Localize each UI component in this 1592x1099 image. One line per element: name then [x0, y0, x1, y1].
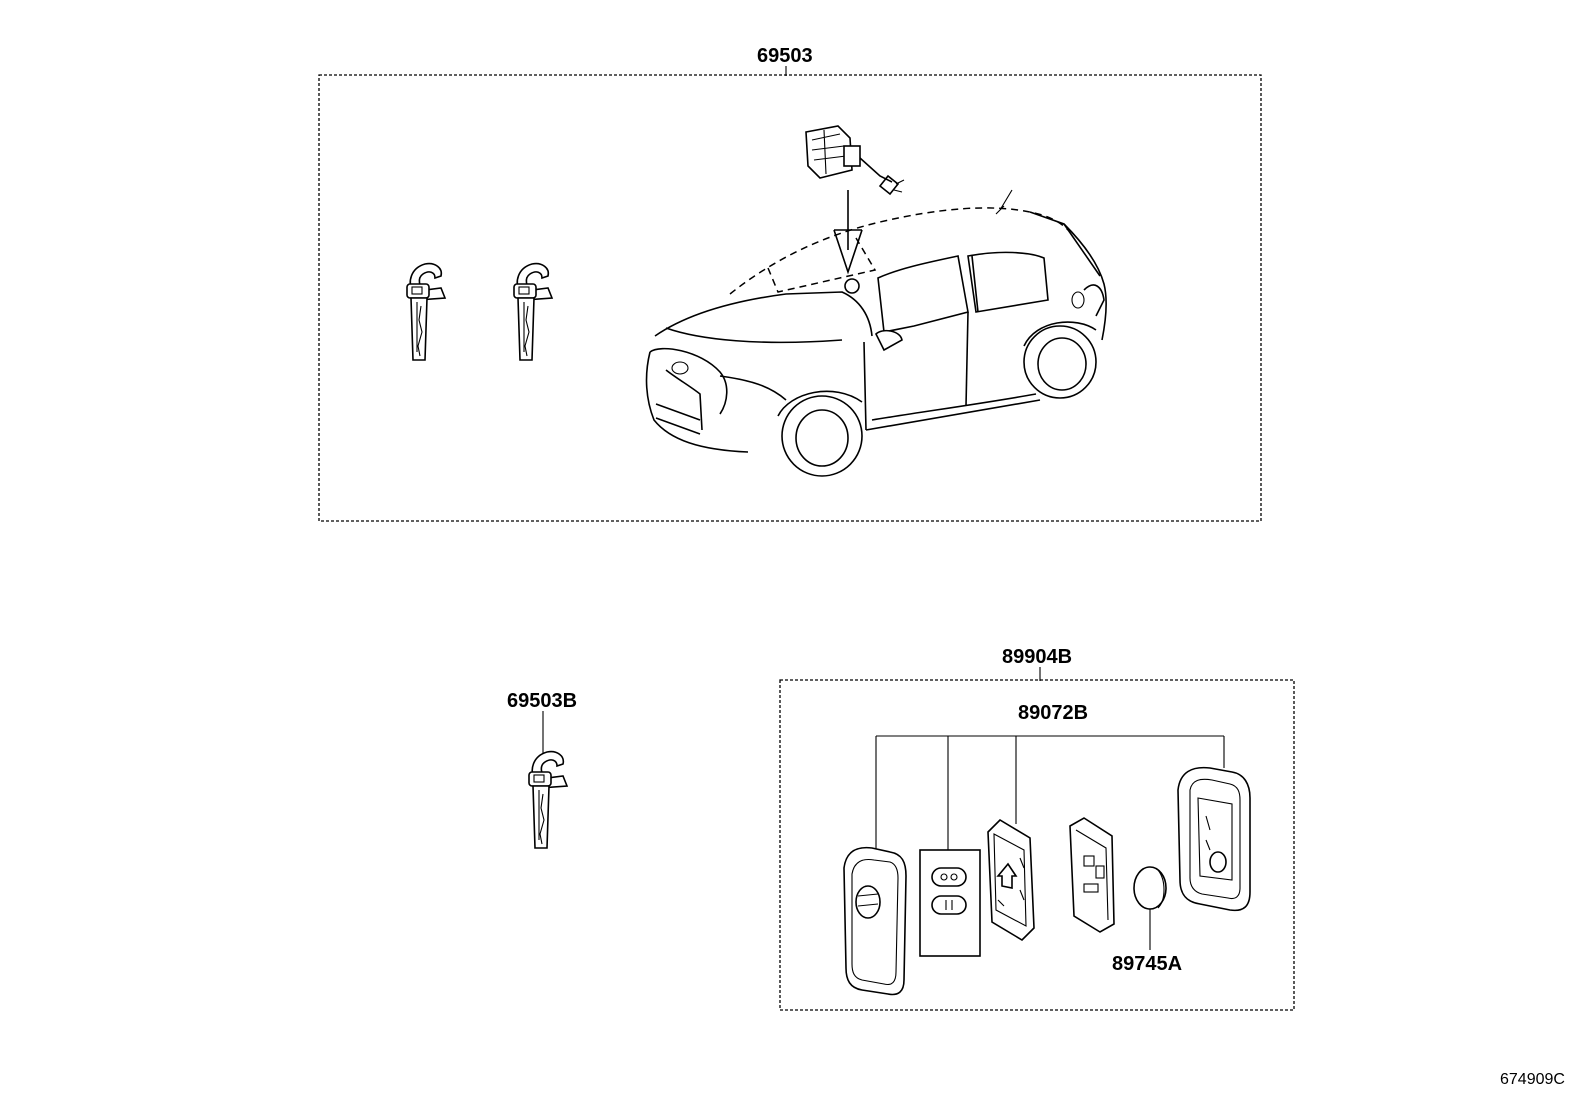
battery-icon[interactable] [1133, 866, 1167, 910]
label-89904B[interactable]: 89904B [1002, 646, 1072, 668]
label-69503[interactable]: 69503 [757, 45, 813, 67]
single-key-group: 69503B [507, 690, 577, 849]
label-89072B[interactable]: 89072B [1018, 702, 1088, 724]
buttons-icon[interactable] [919, 849, 981, 957]
lock-module-icon[interactable] [805, 125, 905, 196]
key-set-group: 69503 [318, 45, 1262, 522]
group-box-69503 [318, 74, 1262, 522]
key-icon[interactable] [528, 750, 569, 849]
transmitter-group: 89904B 89072B [779, 646, 1295, 1011]
arrow-down-icon [833, 190, 863, 275]
car-illustration [645, 189, 1107, 477]
transmitter-frame-icon[interactable] [987, 818, 1035, 942]
label-69503B[interactable]: 69503B [507, 690, 577, 712]
transmitter-case-icon[interactable] [1177, 766, 1251, 912]
leader-bracket [875, 735, 1225, 852]
diagram-number: 674909C [1500, 1071, 1565, 1088]
circuit-board-icon[interactable] [1069, 817, 1115, 933]
key-icon[interactable] [513, 262, 554, 361]
key-icon[interactable] [406, 262, 447, 361]
label-89745A[interactable]: 89745A [1112, 953, 1182, 975]
group-box-89904B [779, 679, 1295, 1011]
transmitter-cover-icon[interactable] [843, 846, 907, 996]
